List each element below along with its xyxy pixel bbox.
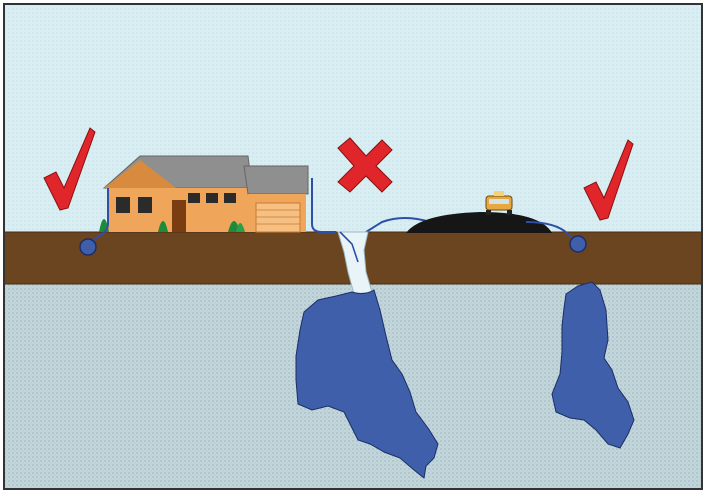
house-icon [99, 156, 308, 232]
right-drywell [570, 236, 586, 252]
left-drywell [80, 239, 96, 255]
